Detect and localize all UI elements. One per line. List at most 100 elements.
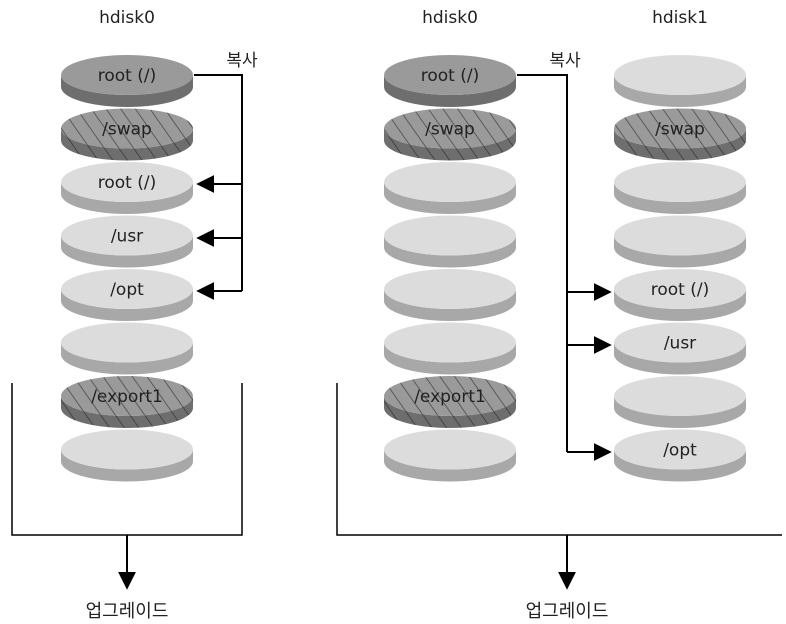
disk-slice-side: [614, 289, 746, 321]
disk-stack-right-hdisk0: /export1/swap root (/): [384, 55, 516, 482]
disk-slice-top: [614, 55, 746, 95]
bracket-right-outline: [336, 383, 782, 536]
disk-slice-side: [384, 289, 516, 321]
disk-slice: root (/): [61, 162, 193, 214]
disk-slice-side: [614, 75, 746, 107]
disk-slice-side: [61, 342, 193, 375]
disk-slice-top: [384, 55, 516, 95]
slice-label: /swap: [102, 120, 152, 140]
disk-slice: root (/): [614, 269, 746, 321]
disk-slice-side: [614, 128, 746, 161]
slice-label: root (/): [421, 66, 479, 86]
disk-slice-top: [384, 215, 516, 256]
disk-slice-top: [384, 108, 516, 149]
disk-slice-side: [61, 182, 193, 214]
disk-slice: /usr: [614, 322, 746, 375]
disk-slice: /usr: [61, 215, 193, 268]
disk-slice: [614, 215, 746, 268]
disk-slice-top: [614, 376, 746, 416]
slice-label: /usr: [664, 334, 696, 354]
disk-slice-top: [61, 269, 193, 309]
disk-slice-top: [614, 162, 746, 202]
disk-slice-side: [614, 449, 746, 482]
disk-slice-side: [61, 235, 193, 268]
disk-slice-side: [61, 289, 193, 321]
disk-slice-top: [61, 108, 193, 149]
disk-slice-top: [614, 215, 746, 256]
disk-slice: root (/): [384, 55, 516, 107]
disk-slice-side: [614, 235, 746, 268]
disk-stack-left-hdisk0: /export1/opt/usr root (/) /swap root (/): [61, 55, 193, 482]
disk-title-right-hdisk0: hdisk0: [422, 8, 478, 28]
disk-slice: [384, 322, 516, 375]
disk-slice: [384, 162, 516, 214]
disk-slice-top: [61, 376, 193, 416]
copy-line-right-main: [517, 74, 568, 452]
upgrade-bracket-left: [11, 383, 243, 590]
disk-slice-side: [61, 128, 193, 161]
disk-slice: /swap: [614, 108, 746, 161]
disk-slice-top: [384, 376, 516, 416]
disk-slice-top: [61, 162, 193, 202]
upgrade-bracket-right: [336, 383, 782, 590]
slice-label: /swap: [655, 120, 705, 140]
disk-slice: [61, 322, 193, 375]
disk-slice-side: [61, 449, 193, 482]
disk-slice-side: [384, 449, 516, 482]
disk-slice-top: [384, 162, 516, 202]
copy-label-left: 복사: [226, 51, 258, 71]
disk-slice-side: [614, 396, 746, 428]
disk-slice: /swap: [384, 108, 516, 161]
disk-slice-side: [384, 75, 516, 107]
disk-slice-top: [614, 269, 746, 309]
disk-slice: /opt: [614, 429, 746, 482]
disk-title-left-hdisk0: hdisk0: [99, 8, 155, 28]
disk-slice: [384, 429, 516, 482]
disk-slice: /export1: [61, 376, 193, 428]
disk-slice-side: [61, 75, 193, 107]
disk-slice: [61, 429, 193, 482]
slice-label: /swap: [425, 120, 475, 140]
disk-slice-side: [384, 342, 516, 375]
disk-slice-top: [614, 322, 746, 363]
disk-slice-top: [61, 429, 193, 470]
disk-slice-side: [61, 396, 193, 428]
disk-slice-side: [384, 128, 516, 161]
slice-label: root (/): [98, 173, 156, 193]
disk-slice-top: [384, 429, 516, 470]
copy-label-right: 복사: [549, 51, 581, 71]
disk-slice: [384, 269, 516, 321]
disk-slice-top: [61, 322, 193, 363]
disk-slice: [614, 162, 746, 214]
disk-slice: /export1: [384, 376, 516, 428]
disk-slice: [384, 215, 516, 268]
disk-slice-top: [614, 108, 746, 149]
disk-slice: [614, 55, 746, 107]
copy-arrows-right: [517, 74, 612, 461]
slice-label: /export1: [91, 387, 163, 407]
disk-stack-right-hdisk1: /opt/usr root (/) /swap: [614, 55, 746, 482]
disk-slice-top: [384, 322, 516, 363]
disk-slice-top: [61, 215, 193, 256]
slice-label: /opt: [110, 280, 144, 300]
disk-title-right-hdisk1: hdisk1: [652, 8, 708, 28]
slice-label: /export1: [414, 387, 486, 407]
disk-slice: /swap: [61, 108, 193, 161]
disk-slice: /opt: [61, 269, 193, 321]
disk-slice-side: [384, 182, 516, 214]
disk-slice-side: [384, 396, 516, 428]
copy-arrows-left: [194, 74, 243, 300]
disk-slice-top: [61, 55, 193, 95]
disk-slice-side: [384, 235, 516, 268]
disk-slice: [614, 376, 746, 428]
copy-line-left-main: [194, 74, 243, 291]
slice-label: root (/): [98, 66, 156, 86]
disk-slice-top: [384, 269, 516, 309]
slice-label: /opt: [663, 441, 697, 461]
upgrade-label-right: 업그레이드: [526, 601, 609, 622]
slice-label: root (/): [651, 280, 709, 300]
disk-slice-side: [614, 182, 746, 214]
